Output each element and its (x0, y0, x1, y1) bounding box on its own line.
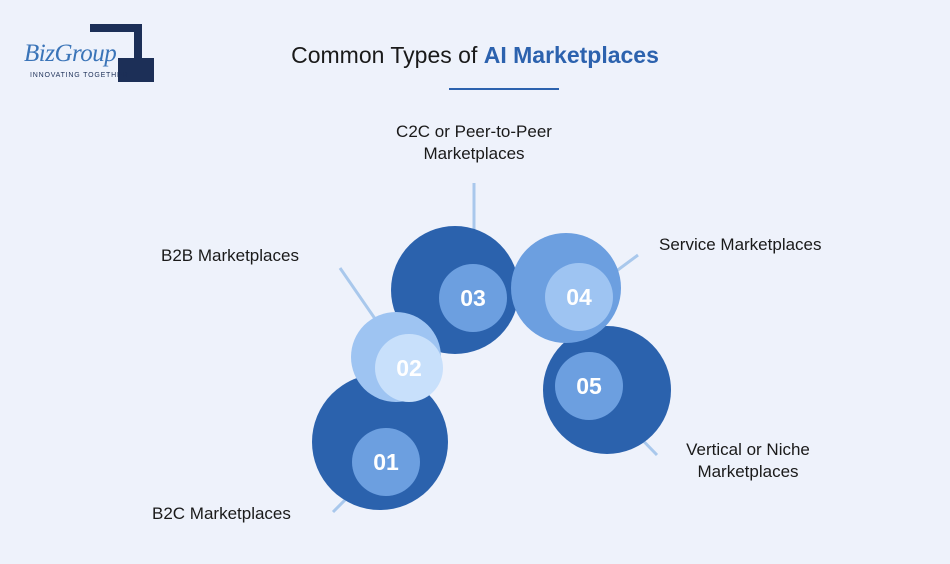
page-title: Common Types of AI Marketplaces (0, 42, 950, 69)
logo-frame-block (118, 58, 154, 82)
label-05: Vertical or Niche Marketplaces (668, 439, 828, 483)
number-01: 01 (373, 449, 399, 475)
label-03: C2C or Peer-to-Peer Marketplaces (374, 121, 574, 165)
label-03-line2: Marketplaces (423, 144, 525, 163)
number-04: 04 (566, 284, 592, 310)
label-05-line2: Marketplaces (697, 462, 799, 481)
title-underline (449, 88, 559, 90)
number-05: 05 (576, 373, 602, 399)
title-highlight: AI Marketplaces (483, 42, 659, 68)
logo-tagline: INNOVATING TOGETHER (30, 72, 129, 79)
circle-01-inner (352, 428, 420, 496)
bizgroup-logo: BizGroup INNOVATING TOGETHER (22, 22, 162, 84)
label-05-line1: Vertical or Niche (686, 440, 810, 459)
circle-04-inner (545, 263, 613, 331)
circle-05-inner (555, 352, 623, 420)
logo-frame-shape (90, 24, 142, 76)
number-02: 02 (396, 355, 422, 381)
label-04: Service Marketplaces (659, 235, 822, 254)
logo-wordmark: BizGroup (24, 40, 119, 68)
circle-02-inner (375, 334, 443, 402)
circle-03-inner (439, 264, 507, 332)
title-prefix: Common Types of (291, 42, 484, 68)
label-01: B2C Marketplaces (152, 504, 291, 523)
label-03-line1: C2C or Peer-to-Peer (396, 122, 552, 141)
number-03: 03 (460, 285, 486, 311)
label-02: B2B Marketplaces (161, 246, 299, 265)
